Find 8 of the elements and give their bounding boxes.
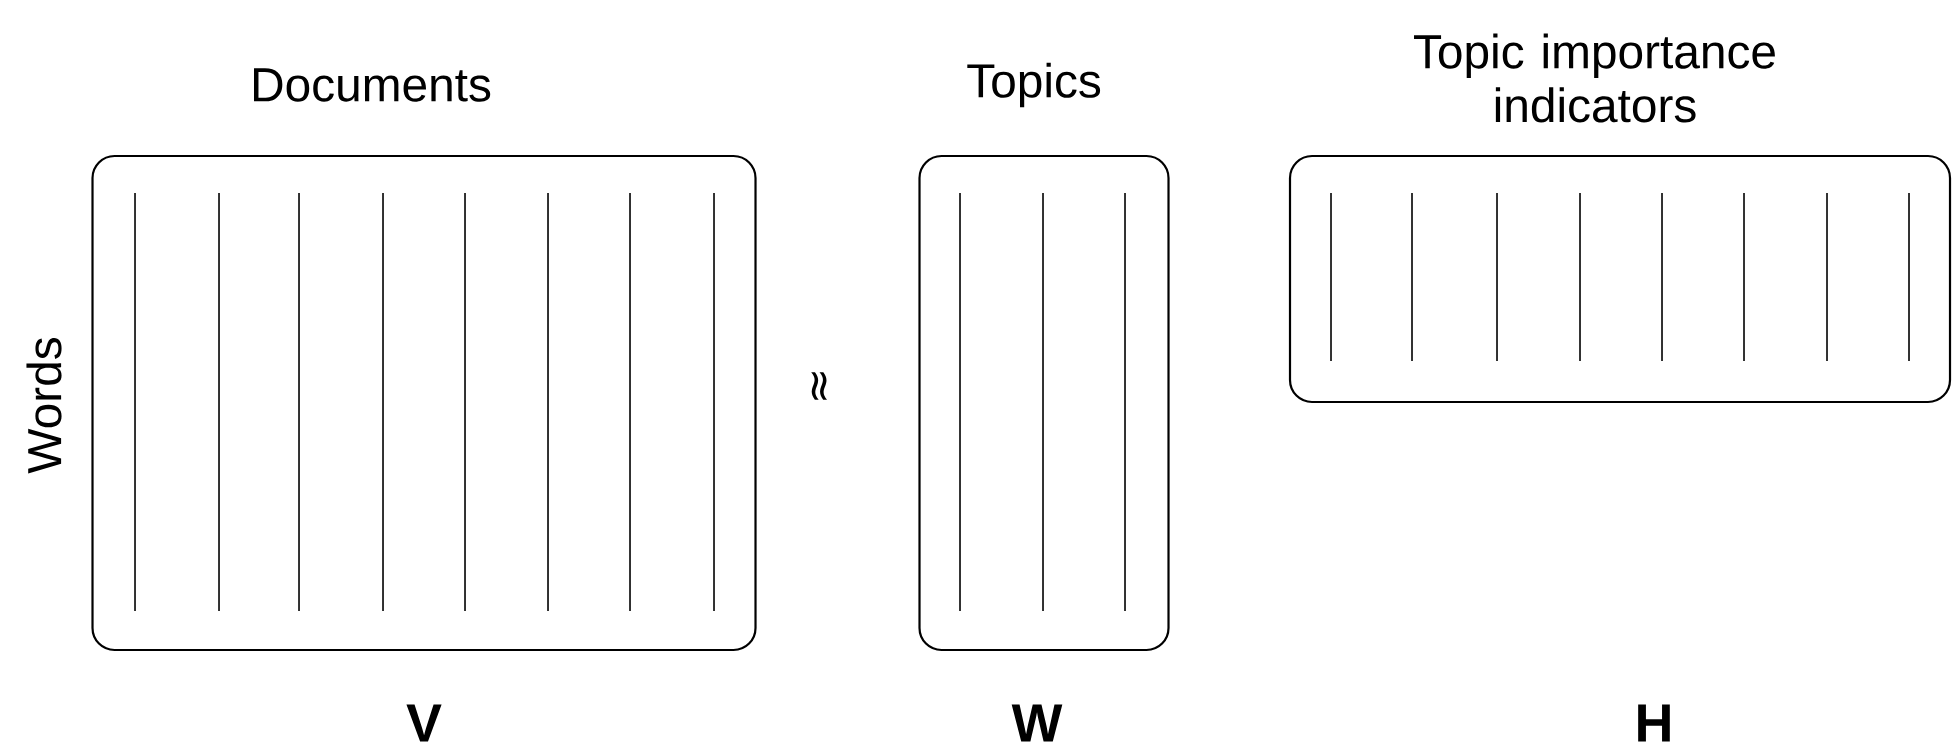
row-label: Words <box>26 338 62 474</box>
matrix-symbol: W <box>1011 704 1063 742</box>
column-heading: Documents <box>254 68 491 102</box>
column-heading: Topics <box>967 62 1101 108</box>
column-heading: Topic importance indicators <box>1414 33 1775 123</box>
matrix-symbol: V <box>406 704 442 742</box>
approx-symbol: ≈ <box>811 372 827 400</box>
matrix-symbol: H <box>1638 704 1670 742</box>
